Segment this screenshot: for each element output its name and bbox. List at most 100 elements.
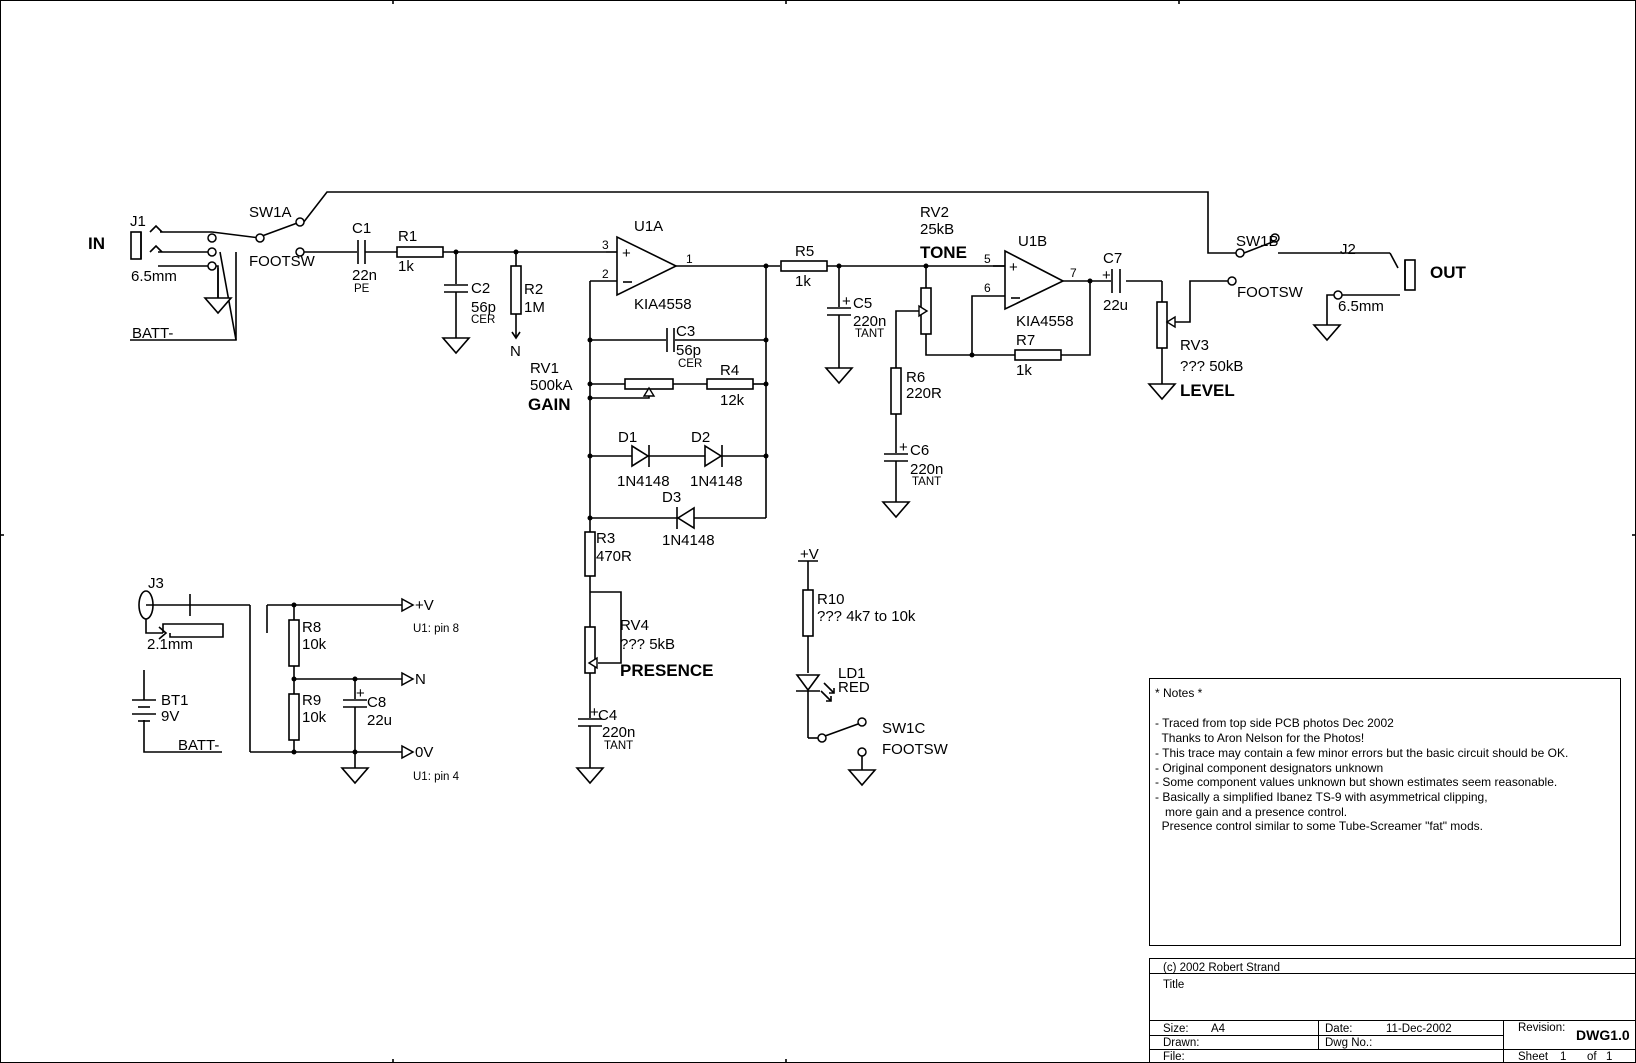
sw1c-value: FOOTSW: [882, 741, 949, 758]
j2-ref: J2: [1340, 241, 1356, 258]
power-wires: [143, 602, 402, 768]
c5-plus: +: [842, 293, 851, 310]
r5-resistor: R5 1k: [780, 243, 828, 290]
c4-value: 220n: [602, 724, 635, 741]
c3-value: 56p: [676, 342, 701, 359]
d1-value: 1N4148: [617, 473, 670, 490]
pin8-note: U1: pin 8: [413, 623, 459, 635]
c4-type: TANT: [604, 740, 633, 752]
led-indicator-circuit: +V R10 ??? 4k7 to 10k LD1 RED SW1C FOOTS…: [795, 546, 949, 787]
notes-line-2: Thanks to Aron Nelson for the Photos!: [1155, 731, 1364, 745]
rv2-ref: RV2: [920, 204, 949, 221]
rv4-value: ??? 5kB: [620, 636, 675, 653]
c1-type: PE: [354, 283, 370, 295]
rv1-value: 500kA: [530, 377, 573, 394]
r4-value: 12k: [720, 392, 745, 409]
c2-capacitor: C2 56p CER: [441, 249, 496, 355]
dwg-no-label: Dwg No.:: [1325, 1037, 1372, 1049]
c8-plus: +: [356, 685, 365, 702]
tone-label: TONE: [920, 243, 967, 262]
feedback-network-wires: [587, 263, 769, 532]
u1b-ref: U1B: [1018, 233, 1047, 250]
c8-value: 22u: [367, 712, 392, 729]
title-block: (c) 2002 Robert Strand Title Size: A4 Da…: [1149, 958, 1636, 1063]
sw1a-value: FOOTSW: [249, 253, 316, 270]
r3-value: 470R: [596, 548, 632, 565]
r2-ref: R2: [524, 281, 543, 298]
notes-line-7: more gain and a presence control.: [1155, 805, 1347, 819]
c7-ref: C7: [1103, 250, 1122, 267]
rv1-potentiometer: RV1 500kA GAIN: [528, 360, 674, 414]
r6-value: 220R: [906, 385, 942, 402]
c1-capacitor: C1 22n PE: [352, 220, 377, 295]
c3-ref: C3: [676, 323, 695, 340]
size-label: Size:: [1163, 1023, 1189, 1035]
c5-ref: C5: [853, 295, 872, 312]
sw1b-ref: SW1B: [1236, 233, 1279, 250]
r7-value: 1k: [1016, 362, 1032, 379]
u1a-plus: +: [622, 245, 631, 262]
sw1b-value: FOOTSW: [1237, 284, 1304, 301]
of-value: 1: [1606, 1051, 1612, 1063]
u1b-plus: +: [1009, 259, 1018, 276]
c7-plus: +: [1102, 267, 1111, 284]
revision-label: Revision:: [1518, 1022, 1565, 1034]
sheet-value: 1: [1560, 1051, 1566, 1063]
presence-label: PRESENCE: [620, 661, 714, 680]
r4-ref: R4: [720, 362, 739, 379]
c8-ref: C8: [367, 694, 386, 711]
r10-value: ??? 4k7 to 10k: [817, 608, 916, 625]
d1-diode: D1 1N4148: [617, 429, 670, 490]
r1-value: 1k: [398, 258, 414, 275]
n-flag: N: [415, 671, 426, 688]
j2-value: 6.5mm: [1338, 298, 1384, 315]
u1a-ref: U1A: [634, 218, 663, 235]
power-net-flags: +V U1: pin 8 N 0V U1: pin 4: [401, 597, 460, 783]
c6-capacitor: + C6 220n TANT: [881, 439, 943, 519]
c4-ref: C4: [598, 707, 617, 724]
c1-ref: C1: [352, 220, 371, 237]
j1-value: 6.5mm: [131, 268, 177, 285]
u1a-pin-minus: 2: [602, 267, 609, 281]
r6-resistor: R6 220R: [890, 367, 942, 453]
r9-value: 10k: [302, 709, 327, 726]
bt1-value: 9V: [161, 708, 179, 725]
drawn-label: Drawn:: [1163, 1037, 1199, 1049]
j3-ref: J3: [148, 575, 164, 592]
zero-v-flag: 0V: [415, 744, 433, 761]
r5-value: 1k: [795, 273, 811, 290]
notes-line-6: - Basically a simplified Ibanez TS-9 wit…: [1155, 790, 1488, 804]
d2-diode: D2 1N4148: [690, 429, 743, 490]
file-label: File:: [1163, 1051, 1185, 1063]
c6-value: 220n: [910, 461, 943, 478]
c6-plus: +: [899, 439, 908, 456]
c2-value: 56p: [471, 299, 496, 316]
rv4-ref: RV4: [620, 617, 649, 634]
c5-type: TANT: [855, 328, 884, 340]
u1b-opamp: + 5 6 7 U1B KIA4558: [971, 233, 1077, 355]
rv2-potentiometer: RV2 25kB TONE: [895, 204, 972, 368]
c2-type: CER: [471, 314, 495, 326]
ld1-ref: LD1: [838, 665, 866, 682]
d3-value: 1N4148: [662, 532, 715, 549]
batt-neg-label-2: BATT-: [178, 737, 219, 754]
date-value: 11-Dec-2002: [1386, 1023, 1452, 1035]
rv3-potentiometer: RV3 ??? 50kB LEVEL: [1147, 301, 1243, 401]
c5-capacitor: + C5 220n TANT: [824, 263, 886, 385]
r2-net-n: N: [510, 343, 521, 360]
d3-diode: D3 1N4148: [662, 489, 715, 549]
revision-value: DWG1.0: [1576, 1027, 1630, 1043]
notes-line-8: Presence control similar to some Tube-Sc…: [1155, 819, 1483, 833]
bt1-battery: BT1 9V: [132, 692, 189, 725]
d3-ref: D3: [662, 489, 681, 506]
r1-resistor: R1 1k: [396, 228, 444, 275]
u1b-value: KIA4558: [1016, 313, 1074, 330]
c6-type: TANT: [912, 476, 941, 488]
c8-capacitor: + C8 22u: [340, 685, 392, 785]
c5-value: 220n: [853, 313, 886, 330]
c2-ref: C2: [471, 280, 490, 297]
sw1b-switch: SW1B FOOTSW: [1227, 233, 1304, 301]
size-value: A4: [1211, 1023, 1226, 1035]
